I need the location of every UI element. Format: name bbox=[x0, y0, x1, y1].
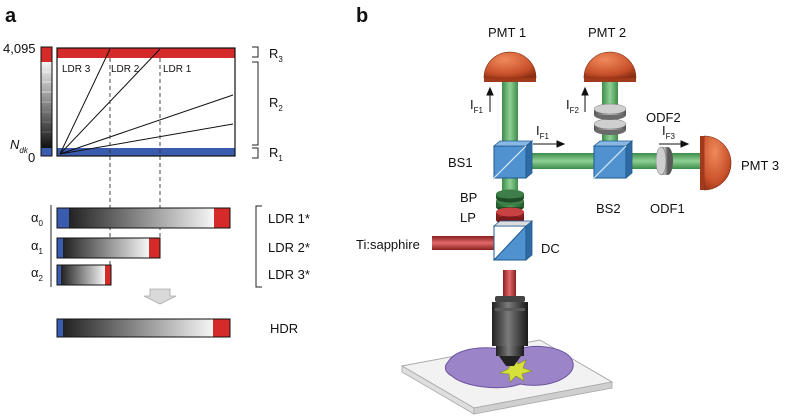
alpha-1: α1 bbox=[31, 238, 44, 256]
hdr-label: HDR bbox=[270, 321, 298, 336]
objective-lens bbox=[492, 270, 528, 366]
pmt3-detector bbox=[700, 135, 732, 191]
range-brackets bbox=[252, 46, 259, 159]
ldr-row-2 bbox=[56, 237, 161, 259]
alpha-2: α2 bbox=[31, 265, 44, 283]
ldr-output-3: LDR 3* bbox=[268, 267, 310, 282]
if3-label: IF3 bbox=[662, 123, 676, 141]
ldr-outputs-bracket bbox=[255, 205, 262, 288]
dc-label: DC bbox=[541, 241, 560, 256]
ldr-row-3 bbox=[56, 264, 112, 286]
bp-label: BP bbox=[460, 190, 477, 205]
focal-spot bbox=[498, 357, 533, 383]
if2-label: IF2 bbox=[566, 97, 580, 115]
pmt3-label: PMT 3 bbox=[741, 158, 779, 173]
ldr-row-1 bbox=[56, 207, 231, 229]
odf1-filter bbox=[655, 146, 673, 176]
panel-a: a 4,095 0 Ndk LDR 3 LD bbox=[3, 5, 310, 338]
panel-a-label: a bbox=[5, 5, 17, 27]
odf2-label: ODF2 bbox=[646, 110, 681, 125]
pmt2-detector bbox=[583, 51, 637, 82]
if1-vertical-label: IF1 bbox=[470, 97, 484, 115]
dc-dichroic bbox=[492, 220, 534, 261]
pmt2-label: PMT 2 bbox=[588, 25, 626, 40]
ldr3-line bbox=[59, 48, 111, 155]
hdr-bar bbox=[56, 318, 231, 338]
excitation-beam bbox=[432, 236, 500, 250]
ldr-line-label-2: LDR 2 bbox=[111, 64, 140, 75]
pmt1-detector bbox=[483, 51, 537, 82]
arrows bbox=[486, 86, 690, 148]
panel-b: b bbox=[356, 5, 779, 415]
range-r1: R1 bbox=[269, 145, 283, 163]
bs2-cube bbox=[592, 140, 634, 179]
ldr-output-2: LDR 2* bbox=[268, 240, 310, 255]
bs1-label: BS1 bbox=[448, 155, 473, 170]
panel-b-label: b bbox=[356, 5, 368, 27]
merge-arrow-icon bbox=[143, 288, 177, 305]
bs1-cube bbox=[492, 140, 534, 179]
lp-label: LP bbox=[460, 210, 476, 225]
intensity-scale-bar bbox=[40, 46, 53, 157]
ldr1-line bbox=[59, 94, 234, 155]
bp-filter bbox=[496, 189, 524, 212]
if1-horizontal-label: IF1 bbox=[536, 123, 550, 141]
y-zero-label: 0 bbox=[28, 150, 35, 165]
range-r2: R2 bbox=[269, 95, 283, 113]
ndk-label: Ndk bbox=[10, 137, 29, 155]
ldr-line-label-1: LDR 1 bbox=[163, 64, 192, 75]
pmt1-label: PMT 1 bbox=[488, 25, 526, 40]
ldr-output-1: LDR 1* bbox=[268, 211, 310, 226]
bs2-label: BS2 bbox=[596, 201, 621, 216]
alpha-0: α0 bbox=[31, 210, 44, 228]
range-r3: R3 bbox=[269, 46, 283, 64]
sample-slide bbox=[400, 339, 614, 415]
odf1-label: ODF1 bbox=[650, 201, 685, 216]
laser-label: Ti:sapphire bbox=[356, 237, 420, 252]
ldr-line-label-3: LDR 3 bbox=[62, 64, 91, 75]
y-max-label: 4,095 bbox=[3, 41, 36, 56]
odf2-filter bbox=[593, 103, 627, 135]
response-box bbox=[56, 47, 236, 157]
